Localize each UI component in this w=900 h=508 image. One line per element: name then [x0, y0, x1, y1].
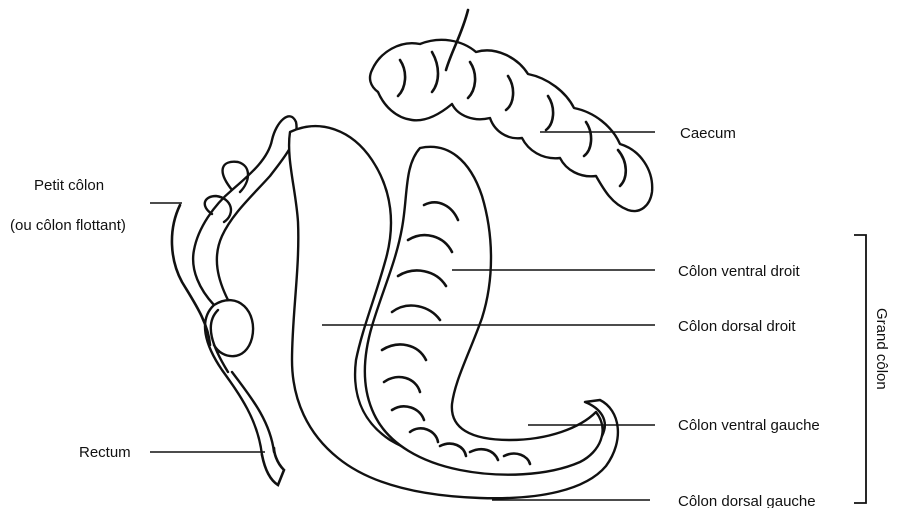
rectum-end	[262, 448, 284, 485]
label-colon-dorsal-droit: Côlon dorsal droit	[678, 318, 796, 335]
label-rectum: Rectum	[79, 444, 131, 461]
label-colon-ventral-droit: Côlon ventral droit	[678, 263, 801, 280]
label-caecum: Caecum	[680, 125, 736, 142]
petit-colon-drawing	[172, 116, 297, 485]
grand-colon-drawing	[289, 126, 618, 498]
grand-colon-bracket	[854, 235, 866, 503]
label-petit-colon-line1: Petit côlon	[34, 177, 104, 194]
label-colon-dorsal-gauche: Côlon dorsal gauche	[678, 493, 816, 508]
petit-colon-tube	[193, 116, 296, 455]
label-colon-ventral-gauche: Côlon ventral gauche	[678, 417, 820, 434]
label-petit-colon-line2: (ou côlon flottant)	[10, 217, 126, 234]
label-grand-colon: Grand côlon	[873, 308, 890, 390]
